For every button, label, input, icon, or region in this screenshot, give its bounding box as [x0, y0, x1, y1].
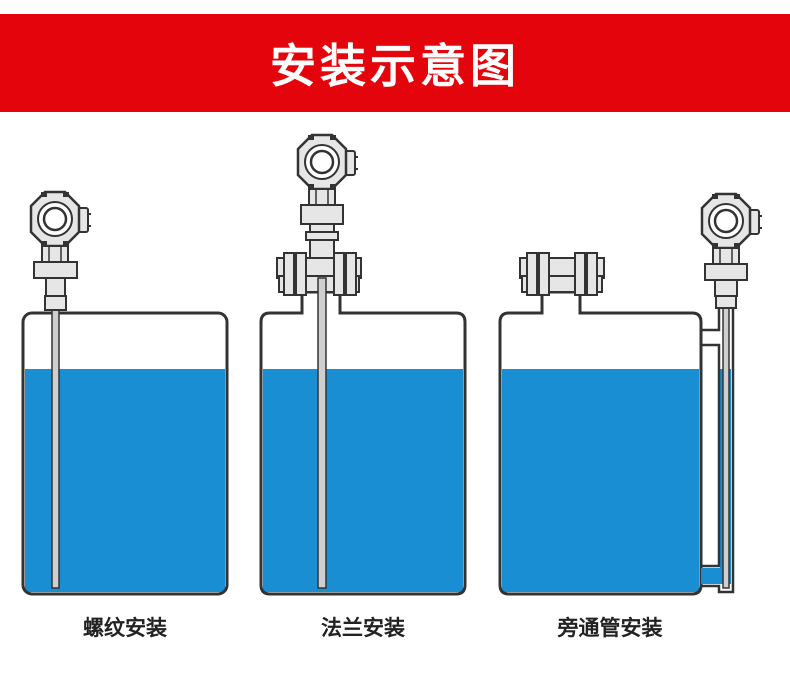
- tank-thread: [21, 190, 229, 596]
- liquid-fill: [263, 369, 463, 592]
- tank-flange: [259, 133, 467, 596]
- liquid-fill: [502, 369, 699, 592]
- thread-fitting: [44, 295, 67, 311]
- device-base: [33, 261, 78, 279]
- pressure-transmitter: [29, 190, 93, 264]
- tank-body: [498, 290, 703, 596]
- tank-bypass: [498, 192, 764, 596]
- page-title: 安装示意图: [270, 39, 520, 93]
- caption-flange: 法兰安装: [321, 616, 405, 640]
- probe-rod: [722, 305, 730, 589]
- pressure-transmitter: [296, 133, 360, 207]
- tank-body: [259, 290, 467, 596]
- tank-body: [21, 311, 229, 596]
- device-base: [300, 204, 344, 225]
- bypass-pipe: [699, 306, 735, 594]
- pressure-transmitter: [700, 192, 764, 266]
- title-banner: 安装示意图: [0, 14, 790, 112]
- device-base: [704, 263, 748, 281]
- probe-rod: [317, 277, 327, 589]
- caption-bypass: 旁通管安装: [557, 616, 663, 640]
- probe-rod: [51, 305, 60, 589]
- caption-thread: 螺纹安装: [83, 616, 167, 640]
